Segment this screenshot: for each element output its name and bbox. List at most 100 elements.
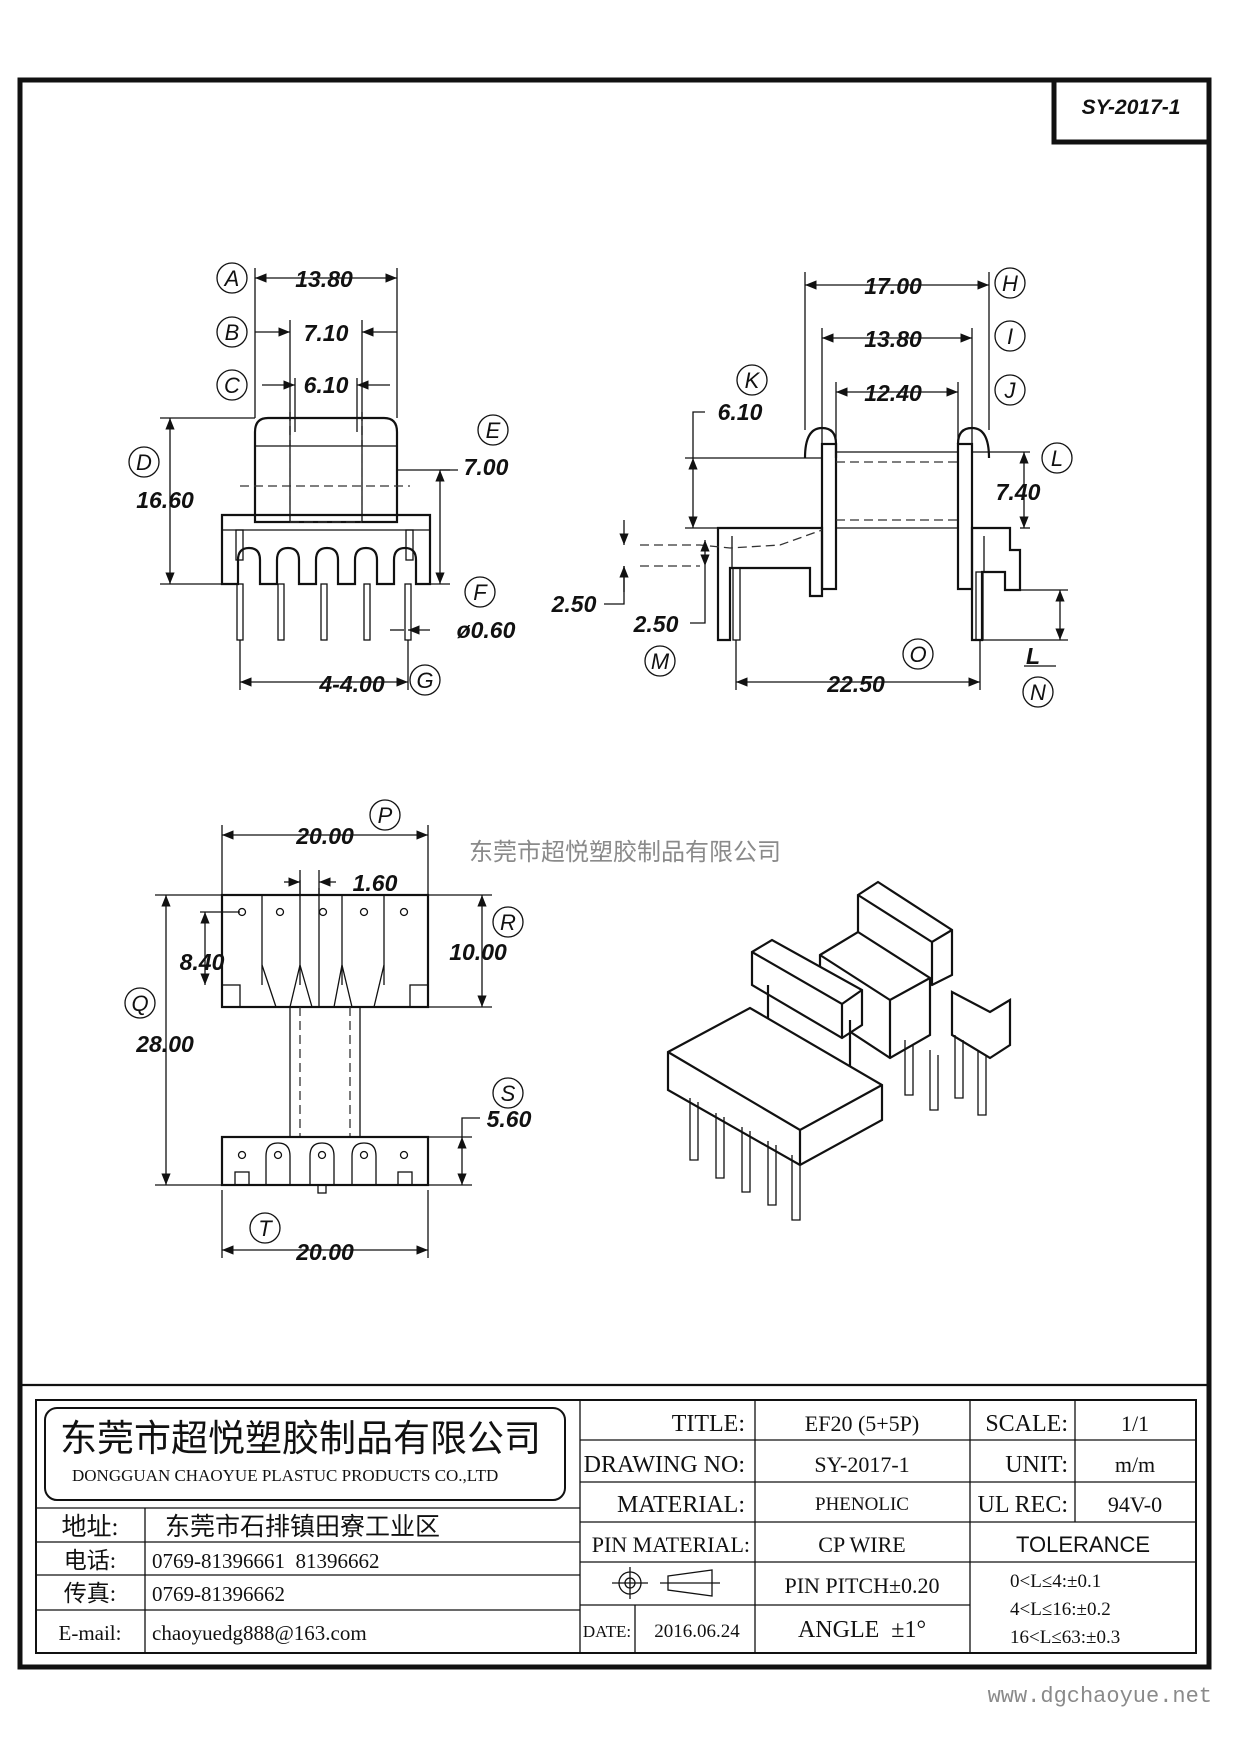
dim-i: 13.80 — [864, 326, 922, 352]
material-value: PHENOLIC — [815, 1494, 909, 1515]
label-circle-p: P — [369, 799, 401, 831]
label-circle-k: K — [736, 364, 768, 396]
dim-d: 16.60 — [136, 487, 194, 513]
svg-text:Q: Q — [131, 991, 148, 1016]
side-view: 17.00 13.80 12.40 6.10 7.40 2.50 2.50 — [551, 267, 1073, 708]
phone-value: 0769-81396661 81396662 — [152, 1549, 380, 1573]
front-view: 13.80 7.10 6.10 16.60 7.00 ø0.60 4-4.00 — [128, 262, 516, 697]
dim-q: 28.00 — [135, 1031, 194, 1057]
dim-p-inner: 1.60 — [353, 870, 398, 896]
label-circle-d: D — [128, 446, 160, 478]
dim-j: 12.40 — [864, 380, 922, 406]
label-circle-q: Q — [124, 987, 156, 1019]
dim-c: 6.10 — [304, 372, 349, 398]
front-base — [220, 513, 432, 586]
dim-s: 5.60 — [487, 1106, 532, 1132]
label-circle-i: I — [994, 320, 1026, 352]
front-top-flange — [253, 416, 399, 524]
company-name-cn: 东莞市超悦塑胶制品有限公司 — [60, 1418, 541, 1460]
ul-rec-label: UL REC: — [978, 1492, 1068, 1518]
label-circle-t: T — [249, 1212, 281, 1244]
svg-text:P: P — [378, 803, 393, 828]
fax-value: 0769-81396662 — [152, 1582, 285, 1606]
label-circle-s: S — [492, 1077, 524, 1109]
svg-text:E: E — [486, 418, 501, 443]
pin-material-value: CP WIRE — [818, 1532, 905, 1557]
label-circle-n: N — [1022, 676, 1054, 708]
address-label: 地址: — [62, 1513, 119, 1541]
svg-text:J: J — [1004, 378, 1017, 403]
label-circle-f: F — [464, 576, 496, 608]
isometric-view — [666, 880, 1012, 1221]
dim-b: 7.10 — [304, 320, 349, 346]
company-name-en: DONGGUAN CHAOYUE PLASTUC PRODUCTS CO.,LT… — [72, 1466, 498, 1485]
date-label: DATE: — [583, 1622, 631, 1641]
label-circle-c: C — [216, 369, 248, 401]
dim-q-inner: 8.40 — [180, 949, 225, 975]
address-value: 东莞市石排镇田寮工业区 — [165, 1513, 440, 1541]
svg-text:R: R — [500, 910, 516, 935]
tolerance-line-1: 0<L≤4:±0.1 — [1010, 1571, 1101, 1592]
email-label: E-mail: — [59, 1621, 122, 1645]
watermark-website: www.dgchaoyue.net — [988, 1684, 1212, 1709]
svg-text:A: A — [223, 266, 240, 291]
dim-m1: 2.50 — [551, 591, 597, 617]
svg-text:I: I — [1007, 324, 1013, 349]
label-circle-o: O — [902, 638, 934, 670]
dim-k: 6.10 — [718, 399, 763, 425]
date-value: 2016.06.24 — [654, 1621, 740, 1642]
dim-l: 7.40 — [996, 479, 1041, 505]
svg-text:G: G — [416, 668, 433, 693]
svg-text:T: T — [258, 1216, 273, 1241]
svg-text:S: S — [501, 1081, 516, 1106]
dim-e: 7.00 — [464, 454, 509, 480]
label-circle-j: J — [994, 374, 1026, 406]
projection-symbol — [612, 1567, 720, 1599]
drawing-no-value: SY-2017-1 — [814, 1452, 909, 1477]
dim-t: 20.00 — [295, 1239, 354, 1265]
label-circle-r: R — [492, 906, 524, 938]
dim-o: 22.50 — [826, 671, 885, 697]
title-label: TITLE: — [672, 1411, 745, 1437]
phone-label: 电话: — [64, 1548, 116, 1573]
scale-value: 1/1 — [1121, 1411, 1149, 1436]
svg-text:H: H — [1002, 271, 1018, 296]
unit-label: UNIT: — [1005, 1452, 1068, 1478]
label-circle-h: H — [994, 267, 1026, 299]
fax-label: 传真: — [64, 1581, 116, 1606]
dim-p: 20.00 — [295, 823, 354, 849]
dim-h: 17.00 — [864, 273, 922, 299]
svg-text:D: D — [136, 450, 152, 475]
svg-text:F: F — [473, 580, 488, 605]
dim-l-small: L — [1026, 643, 1040, 669]
tolerance-label: TOLERANCE — [1016, 1532, 1150, 1557]
label-circle-l: L — [1041, 442, 1073, 474]
watermark-company: 东莞市超悦塑胶制品有限公司 — [469, 839, 781, 866]
dim-m2: 2.50 — [633, 611, 679, 637]
angle: ANGLE ±1° — [798, 1617, 926, 1643]
svg-text:C: C — [224, 373, 240, 398]
title-block: 东莞市超悦塑胶制品有限公司 DONGGUAN CHAOYUE PLASTUC P… — [20, 1383, 1209, 1654]
svg-text:B: B — [225, 320, 240, 345]
pin-material-label: PIN MATERIAL: — [592, 1532, 750, 1557]
unit-value: m/m — [1115, 1452, 1155, 1477]
drawing-code-box: SY-2017-1 — [1051, 77, 1212, 145]
label-circle-e: E — [477, 414, 509, 446]
svg-text:M: M — [651, 649, 670, 674]
tolerance-line-3: 16<L≤63:±0.3 — [1010, 1627, 1120, 1648]
scale-label: SCALE: — [985, 1411, 1068, 1437]
dim-f: ø0.60 — [457, 617, 516, 643]
title-value: EF20 (5+5P) — [805, 1411, 919, 1436]
label-circle-m: M — [644, 645, 676, 677]
dim-g: 4-4.00 — [318, 671, 384, 697]
svg-text:L: L — [1051, 446, 1063, 471]
material-label: MATERIAL: — [617, 1492, 745, 1518]
drawing-code-text: SY-2017-1 — [1082, 96, 1181, 119]
ul-rec-value: 94V-0 — [1108, 1492, 1162, 1517]
tolerance-line-2: 4<L≤16:±0.2 — [1010, 1599, 1111, 1620]
pin-pitch: PIN PITCH±0.20 — [784, 1573, 939, 1598]
dim-a: 13.80 — [295, 266, 353, 292]
svg-text:N: N — [1030, 680, 1046, 705]
svg-text:K: K — [745, 368, 761, 393]
